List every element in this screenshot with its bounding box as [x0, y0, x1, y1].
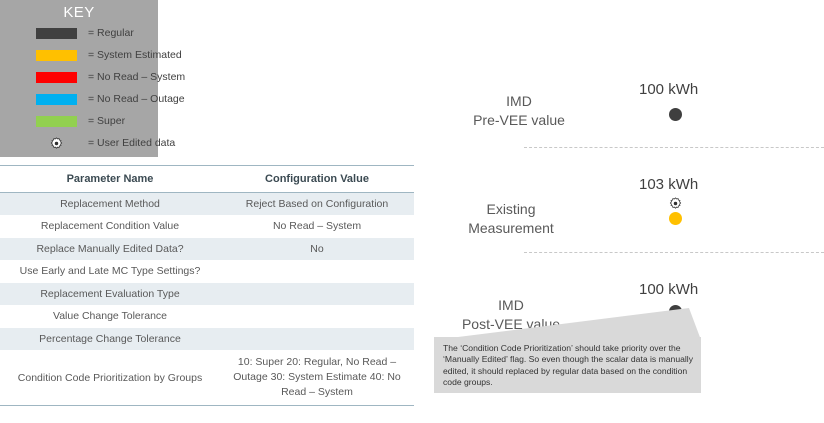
callout-annotation-text: The ‘Condition Code Prioritization’ shou…	[443, 343, 694, 387]
param-name-replacement-evaluation-type: Replacement Evaluation Type	[0, 282, 220, 305]
param-name-replacement-condition-value: Replacement Condition Value	[40, 220, 180, 233]
legend-item-no-read-system: = No Read – System	[0, 66, 185, 88]
table-row: Value Change Tolerance	[0, 305, 414, 328]
param-value-replacement-method: Reject Based on Configuration	[220, 192, 414, 215]
legend-item-super: = Super	[0, 110, 158, 132]
legend-label-super: = Super	[88, 115, 126, 127]
legend-item-no-read-outage: = No Read – Outage	[0, 88, 185, 110]
swatch-regular-icon	[36, 27, 77, 39]
stage-value-imd-pre-vee: 100 kWh	[639, 81, 699, 98]
param-value-replacement-evaluation-type	[220, 282, 414, 305]
table-row: Replacement Evaluation Type	[0, 282, 414, 305]
stage-value-imd-post-vee: 100 kWh	[639, 281, 699, 298]
stage-label-existing-measurement: Existing Measurement	[468, 201, 554, 236]
legend-label-regular: = Regular	[88, 27, 134, 39]
param-value-condition-code-prioritization: 10: Super 20: Regular, No Read – Outage …	[220, 350, 414, 406]
swatch-no-read-system-icon	[36, 71, 77, 83]
legend-label-user-edited: = User Edited data	[88, 137, 176, 149]
table-row: Replace Manually Edited Data? No	[0, 237, 414, 260]
vee-flow-diagram: IMD Pre-VEE value 100 kWh Existing Measu…	[420, 0, 824, 423]
swatch-no-read-outage-icon	[36, 93, 77, 105]
legend-item-user-edited: = User Edited data	[0, 132, 175, 154]
param-name-replacement-method: Replacement Method	[0, 192, 220, 215]
legend-label-no-read-outage: = No Read – Outage	[88, 93, 185, 105]
callout-pointer-icon	[434, 308, 701, 340]
param-name-percentage-change-tolerance: Percentage Change Tolerance	[0, 327, 220, 350]
param-name-replace-manually-edited-data: Replace Manually Edited Data?	[0, 237, 220, 260]
stage-divider-2	[524, 252, 824, 253]
param-name-condition-code-prioritization: Condition Code Prioritization by Groups	[0, 350, 220, 406]
gear-icon	[50, 136, 63, 149]
user-edited-marker	[669, 197, 682, 215]
param-value-use-early-late-mc-type-settings	[220, 260, 414, 283]
data-point-existing-measurement	[669, 212, 682, 225]
gear-icon	[669, 197, 682, 209]
param-name-use-early-late-mc-type-settings: Use Early and Late MC Type Settings?	[19, 265, 201, 278]
param-value-replacement-condition-value: No Read – System	[272, 220, 362, 233]
table-row: Replacement Condition Value No Read – Sy…	[0, 215, 414, 238]
table-row: Replacement Method Reject Based on Confi…	[0, 192, 414, 215]
stage-label-imd-pre-vee: IMD Pre-VEE value	[473, 93, 565, 128]
param-name-value-change-tolerance: Value Change Tolerance	[52, 310, 168, 323]
stage-value-existing-measurement: 103 kWh	[639, 176, 699, 193]
swatch-system-estimated-icon	[36, 49, 77, 61]
legend-label-system-estimated: = System Estimated	[88, 49, 182, 61]
param-value-replace-manually-edited-data: No	[220, 237, 414, 260]
param-value-value-change-tolerance	[220, 305, 414, 328]
legend-item-system-estimated: = System Estimated	[0, 44, 182, 66]
swatch-super-icon	[36, 115, 77, 127]
column-header-parameter-name: Parameter Name	[0, 165, 220, 193]
table-row: Condition Code Prioritization by Groups …	[0, 350, 414, 406]
key-legend-panel: KEY = Regular = System Estimated = No Re…	[0, 0, 185, 157]
param-value-percentage-change-tolerance	[220, 327, 414, 350]
data-point-imd-pre-vee	[669, 108, 682, 121]
column-header-configuration-value: Configuration Value	[220, 165, 414, 193]
stage-divider-1	[524, 147, 824, 148]
configuration-parameter-table: Parameter Name Configuration Value Repla…	[0, 165, 414, 406]
key-title: KEY	[63, 4, 95, 21]
table-row: Percentage Change Tolerance	[0, 327, 414, 350]
table-header-row: Parameter Name Configuration Value	[0, 165, 414, 193]
legend-label-no-read-system: = No Read – System	[88, 71, 186, 83]
table-row: Use Early and Late MC Type Settings?	[0, 260, 414, 283]
callout-annotation: The ‘Condition Code Prioritization’ shou…	[434, 337, 701, 393]
legend-item-regular: = Regular	[0, 22, 158, 44]
